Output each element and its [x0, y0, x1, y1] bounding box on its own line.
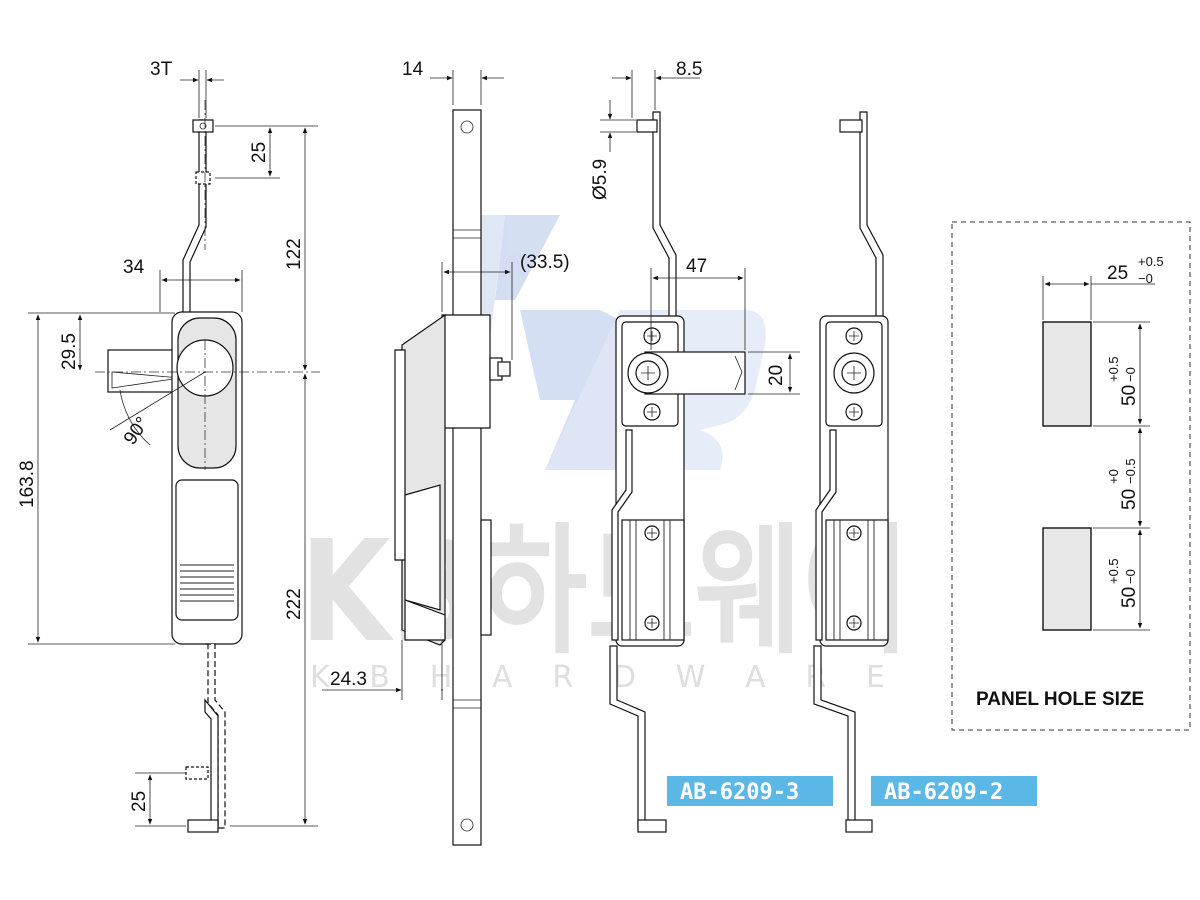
rear-view-ab-6209-2: AB-6209-2 — [813, 111, 1037, 833]
dim-width: 34 — [123, 257, 145, 278]
dim-depth-ref: (33.5) — [520, 252, 570, 273]
panel-hole-title: PANEL HOLE SIZE — [976, 689, 1144, 710]
panel-hole-top — [1042, 321, 1092, 427]
panel-hole-height-tol-plus: +0.5 — [1106, 356, 1121, 382]
model-badge-ab-6209-2 — [871, 776, 1037, 806]
panel-hole2-height-tol-minus: −0 — [1123, 569, 1138, 584]
model-label-ab-6209-3: AB-6209-3 — [680, 780, 799, 805]
front-view: 3T 25 122 34 29.5 163.8 90° 222 25 — [17, 59, 320, 833]
panel-gap-base: 50 — [1119, 489, 1140, 510]
dim-bar-width: 14 — [402, 59, 424, 80]
panel-hole-height-base: 50 — [1119, 385, 1140, 406]
dim-lower-length: 222 — [284, 588, 305, 620]
kb-logo-watermark — [445, 215, 766, 470]
panel-hole-frame — [951, 221, 1191, 731]
dim-pin-diameter: Ø5.9 — [590, 159, 611, 200]
rear-view-ab-6209-3: 8.5 Ø5.9 47 20 AB-6209-3 — [590, 59, 833, 833]
dim-pin-spacing-bottom: 25 — [129, 791, 150, 812]
panel-hole-height-tol-minus: −0 — [1123, 367, 1138, 382]
dim-pin-spacing-top: 25 — [249, 142, 270, 163]
dim-handle-offset: 29.5 — [59, 333, 80, 370]
watermark-brand-english: K B H A R D W A R E — [310, 660, 885, 695]
model-label-ab-6209-2: AB-6209-2 — [884, 780, 1003, 805]
panel-gap-tol-plus: +0 — [1106, 469, 1121, 484]
panel-hole2-height-tol-plus: +0.5 — [1106, 558, 1121, 584]
dim-rear-offset: 8.5 — [676, 59, 702, 80]
dim-cam-length: 47 — [686, 256, 707, 277]
dim-upper-length: 122 — [284, 238, 305, 270]
panel-width-base: 25 — [1107, 263, 1128, 284]
dim-overall-height: 163.8 — [17, 460, 38, 508]
panel-hole-size: 25 +0.5 −0 50 +0.5 −0 50 +0 −0.5 50 +0.5… — [951, 221, 1191, 731]
panel-hole2-height-base: 50 — [1119, 587, 1140, 608]
dim-projection: 24.3 — [330, 669, 367, 690]
panel-width-tol-plus: +0.5 — [1138, 254, 1164, 269]
panel-width-tol-minus: −0 — [1138, 271, 1153, 286]
model-badge-ab-6209-3 — [667, 776, 833, 806]
dim-thickness: 3T — [150, 59, 173, 80]
panel-gap-tol-minus: −0.5 — [1123, 458, 1138, 484]
dim-cam-height: 20 — [766, 365, 787, 386]
panel-hole-bottom — [1042, 527, 1092, 631]
side-view: 14 (33.5) 24.3 — [322, 59, 570, 846]
